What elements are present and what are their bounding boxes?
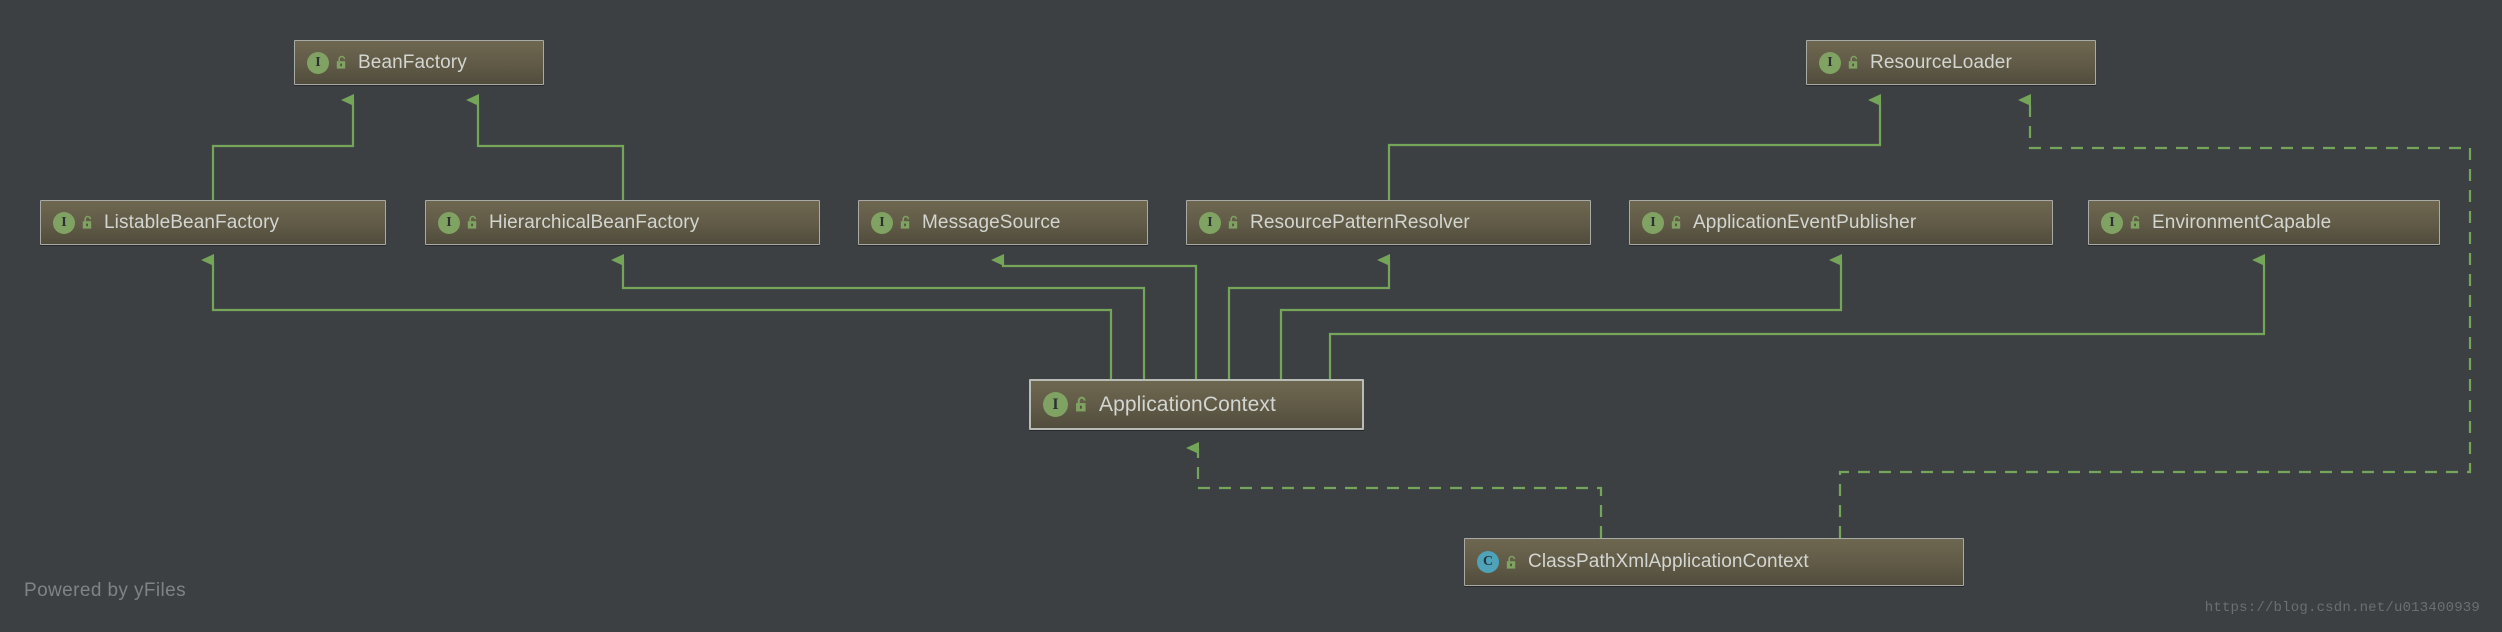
edge-classpathxmlapplicationcontext-to-resourceloader	[1838, 94, 2472, 538]
uml-node-beanfactory[interactable]: I BeanFactory	[294, 40, 544, 85]
interface-badge-icon: I	[2101, 211, 2123, 234]
unlocked-padlock-icon	[336, 55, 346, 69]
node-label: ClassPathXmlApplicationContext	[1528, 551, 1809, 572]
node-label: HierarchicalBeanFactory	[489, 211, 700, 233]
uml-node-messagesource[interactable]: I MessageSource	[858, 200, 1148, 245]
interface-badge-icon: I	[871, 211, 893, 234]
node-label: ApplicationEventPublisher	[1693, 211, 1917, 233]
blog-watermark: https://blog.csdn.net/u013400939	[2204, 600, 2480, 616]
edge-applicationcontext-to-environmentcapable	[1328, 254, 2266, 379]
unlocked-padlock-icon	[82, 215, 92, 229]
edge-applicationcontext-to-listablebeanfactory	[201, 254, 1113, 379]
node-label: EnvironmentCapable	[2152, 211, 2332, 233]
interface-badge-icon: I	[438, 211, 460, 234]
unlocked-padlock-icon	[900, 215, 910, 229]
edge-classpathxmlapplicationcontext-to-applicationcontext	[1186, 442, 1603, 538]
uml-node-resourcepatternresolver[interactable]: I ResourcePatternResolver	[1186, 200, 1591, 245]
uml-node-applicationcontext[interactable]: I ApplicationContext	[1029, 379, 1364, 430]
uml-node-resourceloader[interactable]: I ResourceLoader	[1806, 40, 2096, 85]
interface-badge-icon: I	[1043, 392, 1068, 417]
node-label: ListableBeanFactory	[104, 211, 280, 233]
edge-applicationcontext-to-hierarchicalbeanfactory	[611, 254, 1146, 379]
unlocked-padlock-icon	[1228, 215, 1238, 229]
node-label: BeanFactory	[358, 51, 467, 73]
unlocked-padlock-icon	[2130, 215, 2140, 229]
uml-node-environmentcapable[interactable]: I EnvironmentCapable	[2088, 200, 2440, 245]
edge-applicationcontext-to-messagesource	[991, 254, 1198, 379]
edge-applicationcontext-to-applicationeventpublisher	[1279, 254, 1843, 379]
edge-listablebeanfactory-to-beanfactory	[211, 94, 355, 200]
yfiles-credit: Powered by yFiles	[24, 580, 187, 601]
uml-node-hierarchicalbeanfactory[interactable]: I HierarchicalBeanFactory	[425, 200, 820, 245]
edge-resourcepatternresolver-to-resourceloader	[1387, 94, 1882, 200]
unlocked-padlock-icon	[1848, 55, 1858, 69]
uml-node-classpathxmlapplicationcontext[interactable]: C ClassPathXmlApplicationContext	[1464, 538, 1964, 586]
class-badge-icon: C	[1477, 551, 1499, 573]
interface-badge-icon: I	[1199, 211, 1221, 234]
unlocked-padlock-icon	[1076, 396, 1086, 412]
interface-badge-icon: I	[1642, 211, 1664, 234]
uml-node-applicationeventpublisher[interactable]: I ApplicationEventPublisher	[1629, 200, 2053, 245]
unlocked-padlock-icon	[467, 215, 477, 229]
node-label: ResourceLoader	[1870, 51, 2012, 73]
interface-badge-icon: I	[307, 51, 329, 74]
interface-badge-icon: I	[1819, 51, 1841, 74]
node-label: ApplicationContext	[1099, 392, 1276, 416]
interface-badge-icon: I	[53, 211, 75, 234]
unlocked-padlock-icon	[1506, 555, 1516, 569]
node-label: ResourcePatternResolver	[1250, 211, 1470, 233]
unlocked-padlock-icon	[1671, 215, 1681, 229]
edge-applicationcontext-to-resourcepatternresolver	[1227, 254, 1391, 379]
edge-hierarchicalbeanfactory-to-beanfactory	[466, 94, 625, 200]
node-label: MessageSource	[922, 211, 1061, 233]
uml-node-listablebeanfactory[interactable]: I ListableBeanFactory	[40, 200, 386, 245]
